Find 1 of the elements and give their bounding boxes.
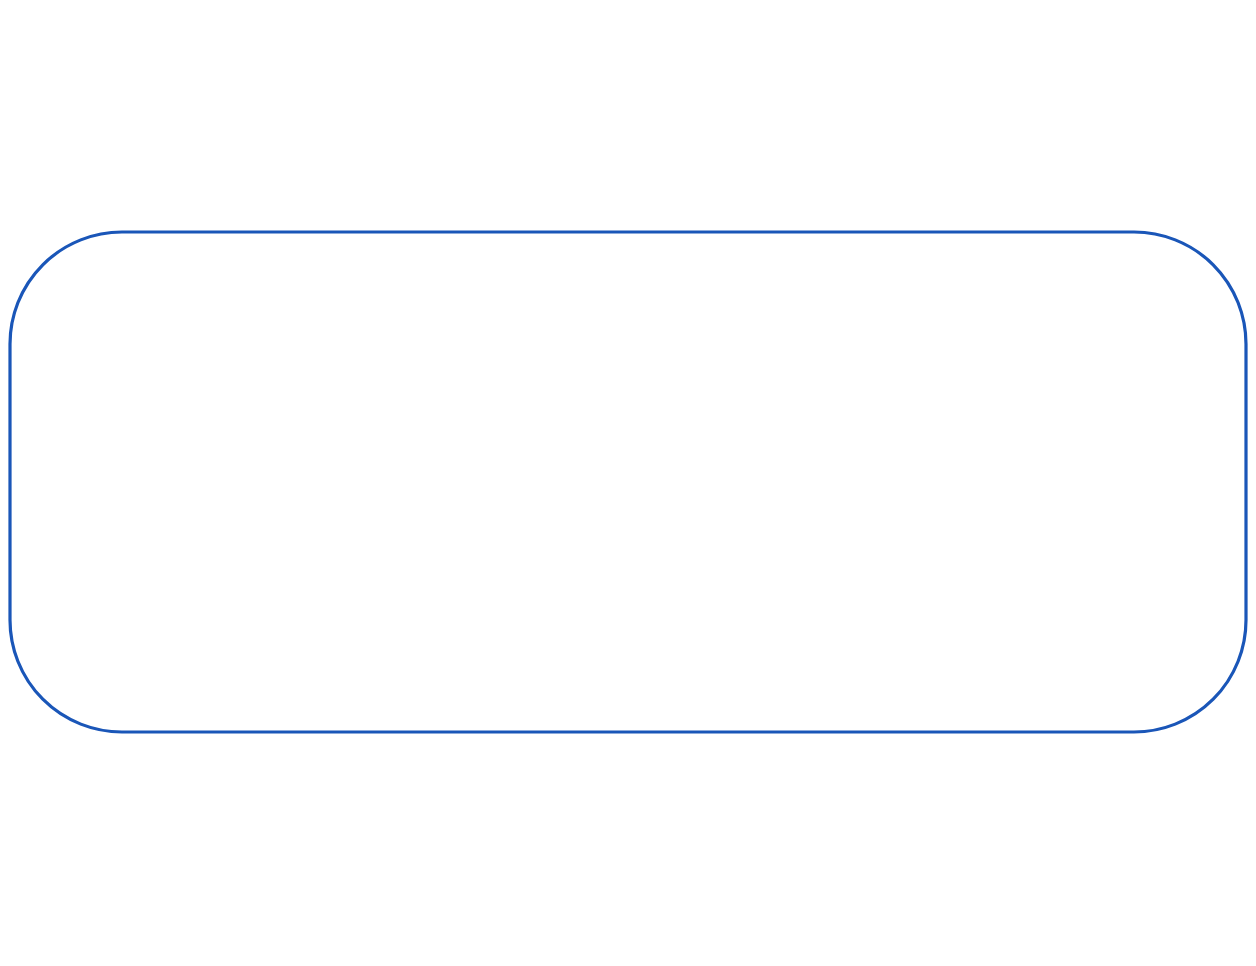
rounded-box [8,230,1248,734]
